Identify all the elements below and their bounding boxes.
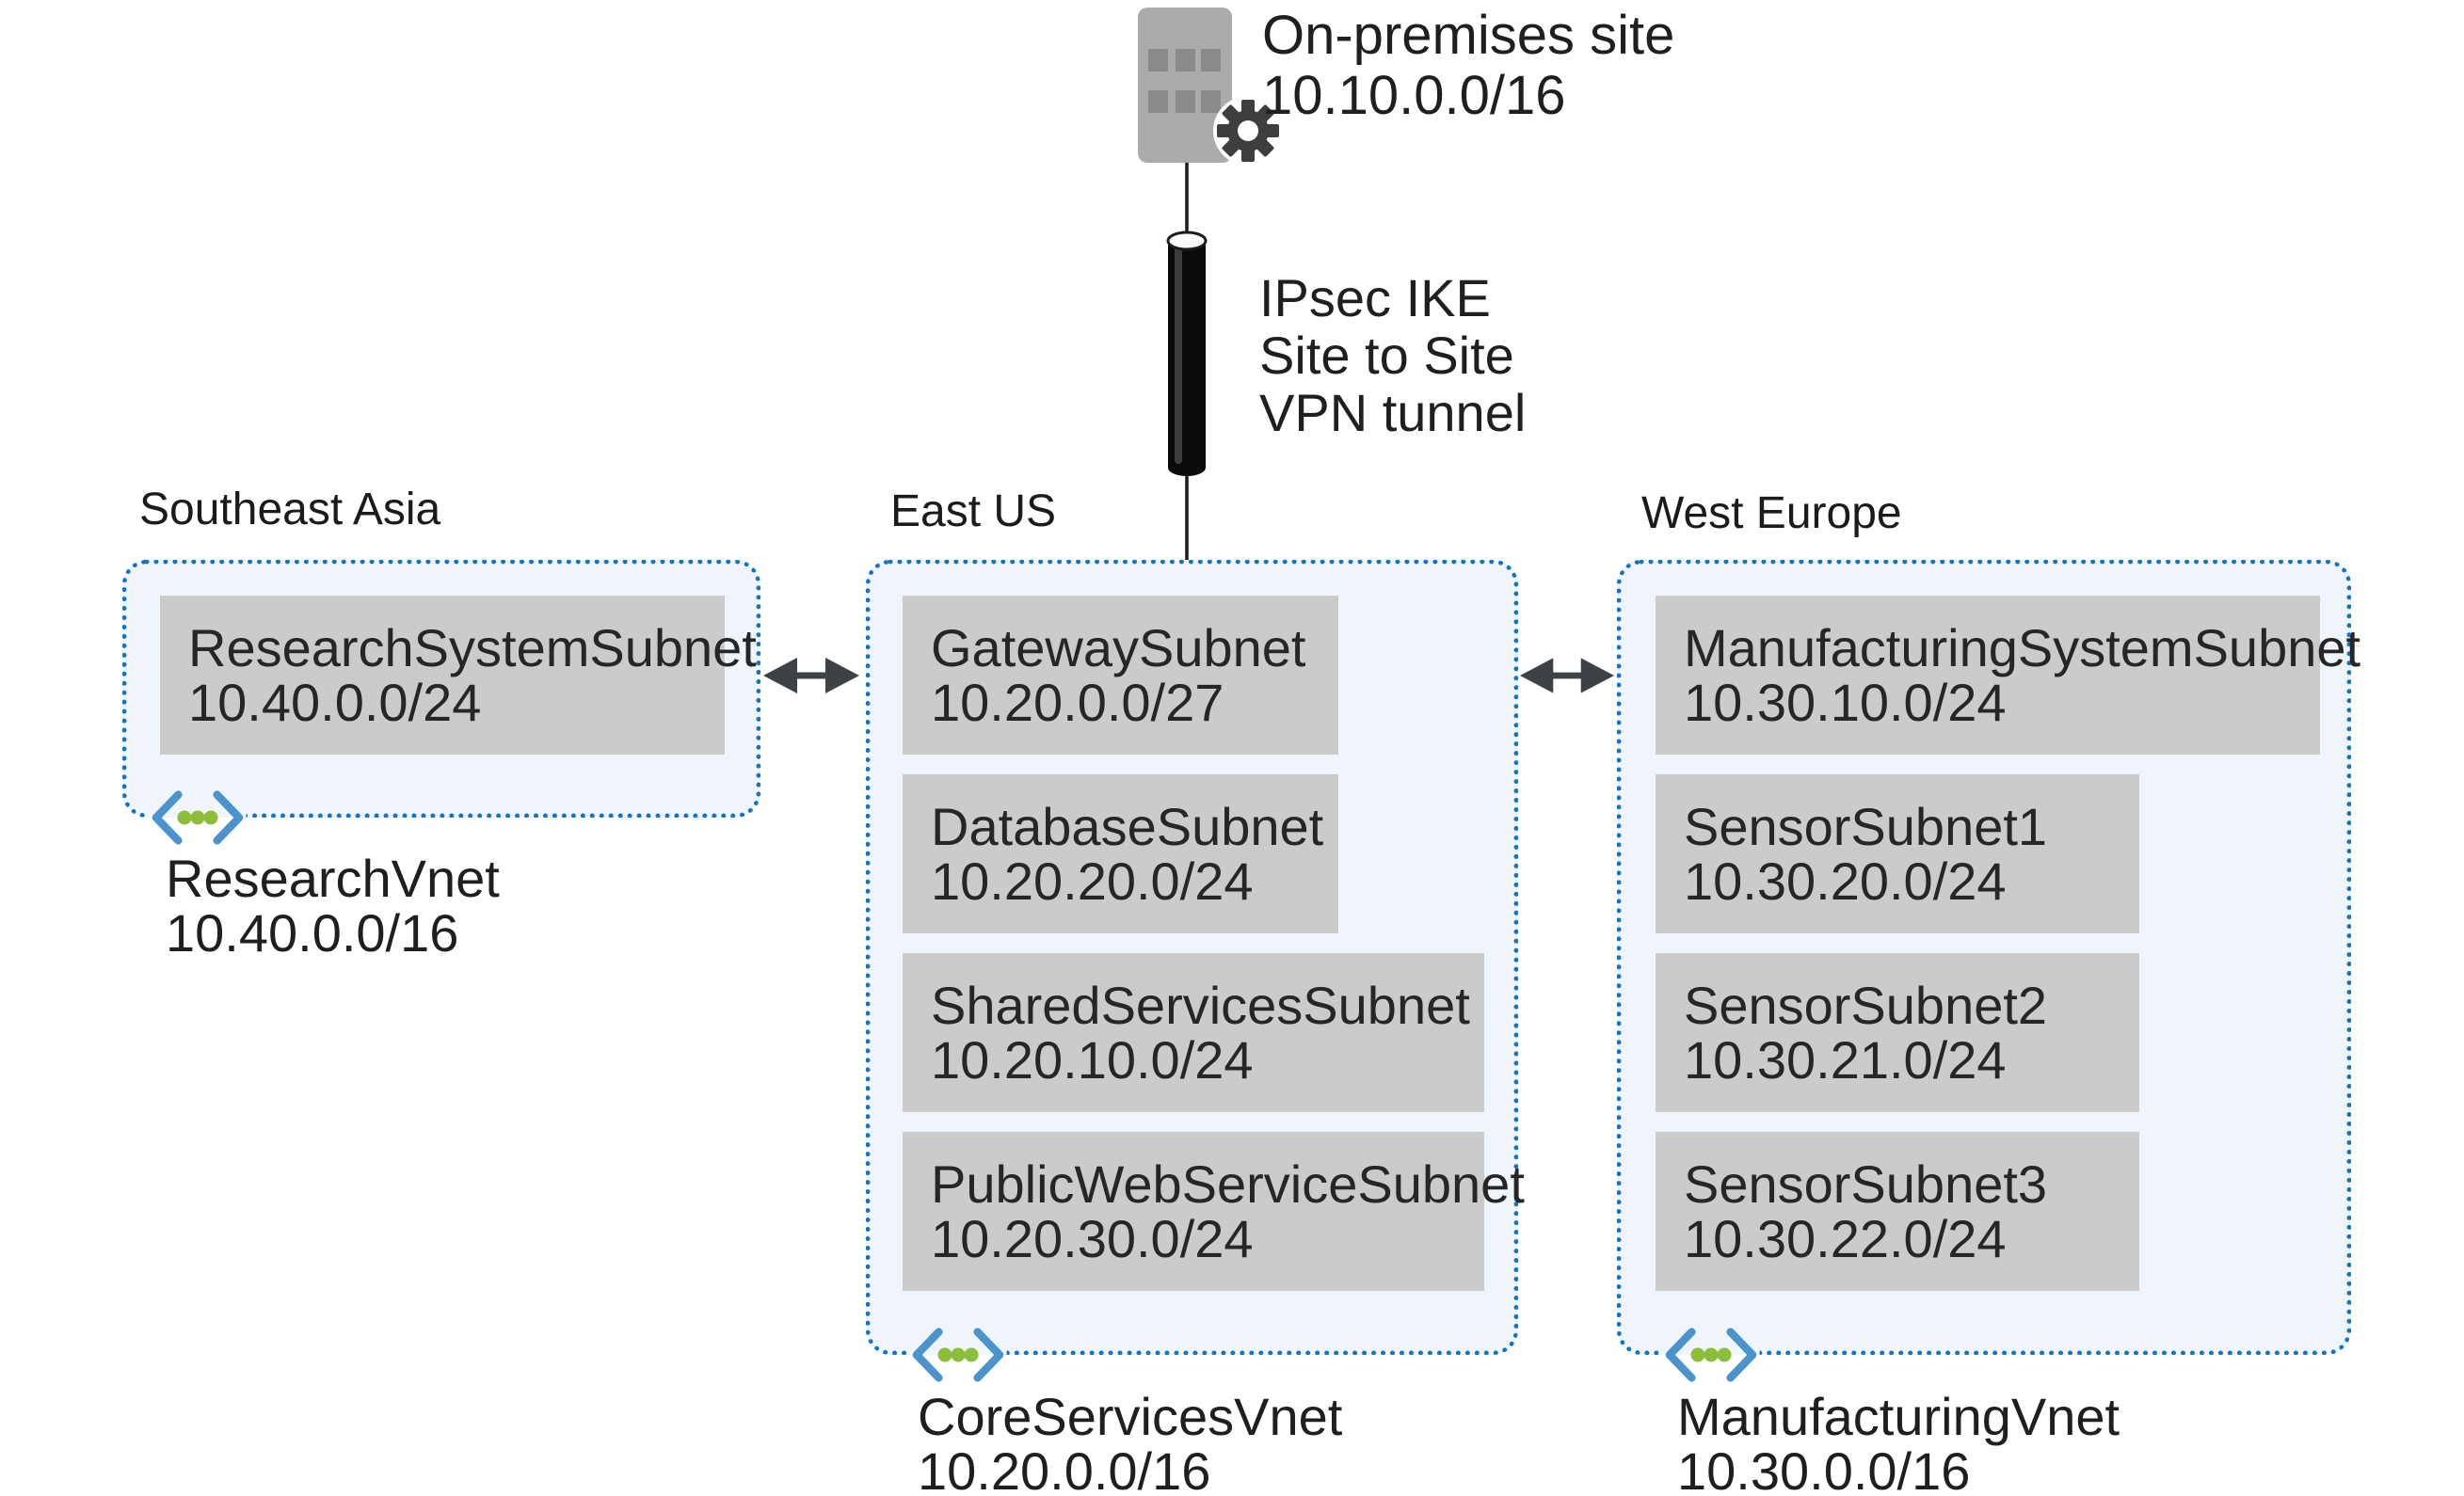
vnet-cidr: 10.30.0.0/16 — [1677, 1441, 1971, 1496]
onprem-site-name: On-premises site — [1262, 5, 1675, 66]
region-label-west-europe: West Europe — [1641, 488, 1902, 538]
vnet-label-manufacturing: ManufacturingVnet 10.30.0.0/16 — [1677, 1390, 2120, 1496]
subnet-name: SensorSubnet2 — [1684, 975, 2048, 1035]
subnet-cidr: 10.20.20.0/24 — [931, 851, 1254, 911]
subnet-box: SensorSubnet2 10.30.21.0/24 — [1656, 953, 2139, 1112]
vnet-cidr: 10.20.0.0/16 — [918, 1441, 1211, 1496]
onprem-assembly — [1138, 8, 1283, 563]
region-label-east-us: East US — [890, 486, 1057, 536]
vnet-icon — [909, 1327, 1007, 1383]
vnet-label-coreservices: CoreServicesVnet 10.20.0.0/16 — [918, 1390, 1342, 1496]
peering-arrow-icon — [763, 658, 859, 693]
peering-arrow-icon — [1519, 658, 1615, 693]
subnet-cidr: 10.20.10.0/24 — [931, 1029, 1254, 1090]
building-windows — [1148, 49, 1221, 113]
vpn-tunnel-label: IPsec IKE Site to Site VPN tunnel — [1259, 269, 1526, 441]
subnet-box: SensorSubnet3 10.30.22.0/24 — [1656, 1132, 2139, 1291]
subnet-name: SharedServicesSubnet — [931, 975, 1470, 1035]
subnet-cidr: 10.30.10.0/24 — [1684, 672, 2007, 732]
tunnel-label-line3: VPN tunnel — [1259, 383, 1527, 442]
region-container-east-us: GatewaySubnet 10.20.0.0/27 DatabaseSubne… — [866, 560, 1525, 1355]
subnet-name: PublicWebServiceSubnet — [931, 1154, 1525, 1214]
subnet-box: ResearchSystemSubnet 10.40.0.0/24 — [160, 596, 757, 755]
subnet-box: SharedServicesSubnet 10.20.10.0/24 — [903, 953, 1484, 1112]
subnet-box: GatewaySubnet 10.20.0.0/27 — [903, 596, 1338, 755]
subnet-box: ManufacturingSystemSubnet 10.30.10.0/24 — [1656, 596, 2361, 755]
subnet-box: SensorSubnet1 10.30.20.0/24 — [1656, 774, 2139, 933]
vnet-name: ResearchVnet — [166, 849, 500, 908]
vnet-label-research: ResearchVnet 10.40.0.0/16 — [166, 851, 500, 961]
subnet-cidr: 10.40.0.0/24 — [188, 672, 482, 732]
subnet-name: SensorSubnet1 — [1684, 796, 2048, 856]
onprem-label: On-premises site 10.10.0.0/16 — [1262, 6, 1674, 126]
vnet-icon — [149, 789, 247, 846]
subnet-cidr: 10.20.30.0/24 — [931, 1208, 1254, 1268]
vnet-name: ManufacturingVnet — [1677, 1387, 2120, 1446]
tunnel-label-line1: IPsec IKE — [1259, 268, 1491, 327]
subnet-name: SensorSubnet3 — [1684, 1154, 2048, 1214]
subnet-cidr: 10.20.0.0/27 — [931, 672, 1224, 732]
subnet-cidr: 10.30.21.0/24 — [1684, 1029, 2007, 1090]
subnet-name: ManufacturingSystemSubnet — [1684, 617, 2361, 677]
subnet-cidr: 10.30.22.0/24 — [1684, 1208, 2007, 1268]
vpn-tunnel-icon — [1166, 231, 1208, 476]
region-label-southeast-asia: Southeast Asia — [139, 485, 441, 534]
subnet-cidr: 10.30.20.0/24 — [1684, 851, 2007, 911]
region-container-southeast-asia: ResearchSystemSubnet 10.40.0.0/24 — [122, 560, 760, 818]
vnet-cidr: 10.40.0.0/16 — [166, 903, 459, 963]
vnet-name: CoreServicesVnet — [918, 1387, 1343, 1446]
tunnel-label-line2: Site to Site — [1259, 326, 1514, 385]
subnet-box: PublicWebServiceSubnet 10.20.30.0/24 — [903, 1132, 1525, 1291]
vnet-icon — [1662, 1327, 1760, 1383]
gear-icon — [1213, 96, 1283, 166]
subnet-box: DatabaseSubnet 10.20.20.0/24 — [903, 774, 1338, 933]
on-premises-building-icon — [1138, 8, 1232, 163]
subnet-name: GatewaySubnet — [931, 617, 1306, 677]
onprem-cidr: 10.10.0.0/16 — [1262, 65, 1566, 126]
subnet-name: ResearchSystemSubnet — [188, 617, 757, 677]
region-container-west-europe: ManufacturingSystemSubnet 10.30.10.0/24 … — [1617, 560, 2361, 1355]
subnet-name: DatabaseSubnet — [931, 796, 1324, 856]
